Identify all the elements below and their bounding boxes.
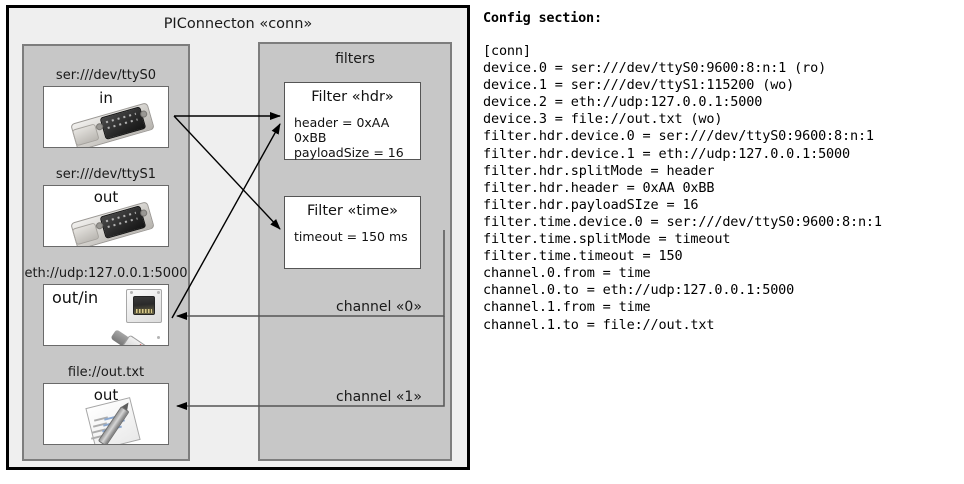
config-lines: [conn]device.0 = ser:///dev/ttyS0:9600:8… <box>483 43 957 334</box>
connector-diagram: PIConnecton «conn» ser:///dev/ttyS0 in s… <box>6 5 470 470</box>
config-line: channel.1.to = file://out.txt <box>483 316 715 333</box>
device-box-eth[interactable]: out/in <box>43 284 169 346</box>
config-line: filter.hdr.device.1 = eth://udp:127.0.0.… <box>483 145 850 162</box>
filter-hdr-title: Filter «hdr» <box>311 89 394 105</box>
device-box-ttyS0[interactable]: in <box>43 86 169 148</box>
config-line: filter.hdr.header = 0xAA 0xBB <box>483 179 715 196</box>
device-label-eth: eth://udp:127.0.0.1:5000 <box>24 266 188 281</box>
filter-box-time[interactable]: Filter «time» timeout = 150 ms <box>284 196 421 269</box>
config-heading: Config section: <box>483 10 602 26</box>
config-line: filter.time.device.0 = ser:///dev/ttyS0:… <box>483 213 882 230</box>
device-io-file: out <box>93 386 119 404</box>
filter-hdr-prop-header: header = 0xAA 0xBB <box>294 115 390 145</box>
devices-panel: ser:///dev/ttyS0 in ser:///dev/ttyS1 out <box>22 44 190 461</box>
config-line: channel.0.to = eth://udp:127.0.0.1:5000 <box>483 282 795 299</box>
config-line: channel.0.from = time <box>483 265 651 282</box>
device-box-file[interactable]: out <box>43 383 169 445</box>
config-section: Config section: [conn]device.0 = ser:///… <box>483 6 957 476</box>
device-group-ttyS0: ser:///dev/ttyS0 in <box>24 68 188 148</box>
filter-box-hdr[interactable]: Filter «hdr» header = 0xAA 0xBB payloadS… <box>284 82 421 160</box>
diagram-title: PIConnecton «conn» <box>163 16 313 32</box>
device-label-ttyS1: ser:///dev/ttyS1 <box>55 167 157 182</box>
config-line: device.2 = eth://udp:127.0.0.1:5000 <box>483 94 763 111</box>
text-document-icon <box>85 397 148 444</box>
config-line: filter.time.timeout = 150 <box>483 248 683 265</box>
device-group-ttyS1: ser:///dev/ttyS1 out <box>24 167 188 247</box>
config-line: filter.time.splitMode = timeout <box>483 231 731 248</box>
config-line: [conn] <box>483 43 531 59</box>
device-io-eth: out/in <box>52 288 99 307</box>
config-line: device.0 = ser:///dev/ttyS0:9600:8:n:1 (… <box>483 60 827 77</box>
filter-hdr-prop-payloadsize: payloadSize = 16 <box>294 145 404 160</box>
device-label-ttyS0: ser:///dev/ttyS0 <box>55 68 157 83</box>
device-label-file: file://out.txt <box>67 365 145 380</box>
device-group-eth: eth://udp:127.0.0.1:5000 out/in <box>24 266 188 346</box>
channel-label-1: channel «1» <box>336 389 422 405</box>
device-io-ttyS0: in <box>99 89 113 107</box>
config-line: filter.hdr.device.0 = ser:///dev/ttyS0:9… <box>483 128 874 145</box>
config-line: filter.hdr.payloadSIze = 16 <box>483 196 699 213</box>
device-box-ttyS1[interactable]: out <box>43 185 169 247</box>
filters-panel-title: filters <box>335 51 375 67</box>
device-io-ttyS1: out <box>93 188 119 206</box>
filter-time-title: Filter «time» <box>306 203 399 219</box>
channel-label-0: channel «0» <box>336 299 422 315</box>
config-line: filter.hdr.splitMode = header <box>483 162 715 179</box>
filter-time-prop-timeout: timeout = 150 ms <box>294 229 408 244</box>
config-line: device.1 = ser:///dev/ttyS1:115200 (wo) <box>483 77 795 94</box>
config-line: channel.1.from = time <box>483 299 651 316</box>
config-line: device.3 = file://out.txt (wo) <box>483 111 723 128</box>
device-group-file: file://out.txt out <box>24 365 188 445</box>
ethernet-jack-icon <box>110 289 162 345</box>
